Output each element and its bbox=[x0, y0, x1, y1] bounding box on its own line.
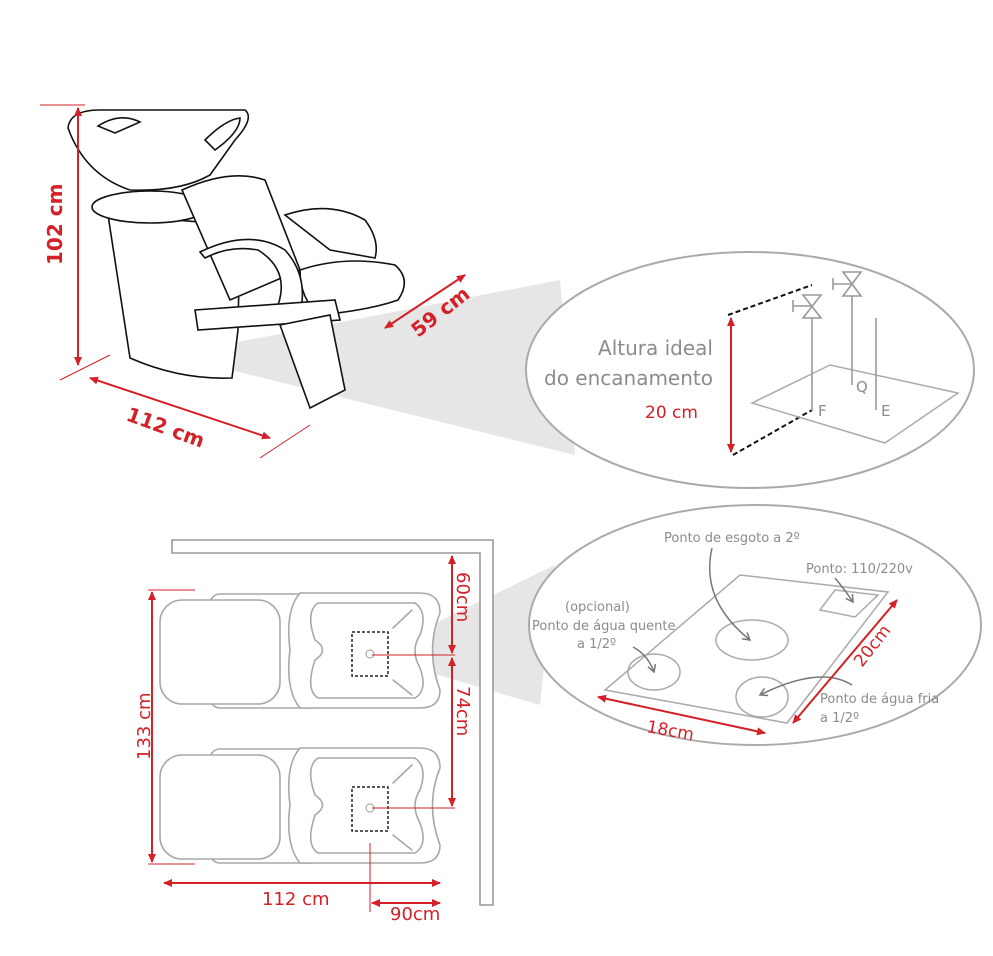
hot-water-label: Ponto de água quente bbox=[532, 619, 676, 634]
length-label: 112 cm bbox=[123, 402, 208, 452]
drain-box bbox=[351, 631, 389, 677]
floor-points-detail: Ponto de esgoto a 2º Ponto: 110/220v (op… bbox=[528, 504, 982, 746]
callout-wedge-top bbox=[170, 280, 575, 455]
wall-to-drain-label: 60cm bbox=[452, 572, 473, 622]
cold-water-size: a 1/2º bbox=[820, 711, 859, 726]
dimension-height-102: 102 cm bbox=[40, 104, 85, 366]
detail-height-label: 20 cm bbox=[645, 403, 698, 423]
drain-label: Ponto de esgoto a 2º bbox=[664, 531, 800, 546]
shampoo-chair-plan-1 bbox=[159, 592, 441, 709]
pipe-f-label: F bbox=[818, 402, 827, 420]
drain-point bbox=[715, 619, 789, 661]
drain-spacing-label: 74cm bbox=[452, 686, 473, 736]
shampoo-chair-perspective bbox=[67, 109, 406, 410]
total-length-label: 112 cm bbox=[262, 889, 330, 910]
hot-water-size: a 1/2º bbox=[577, 637, 616, 652]
hot-water-optional: (opcional) bbox=[565, 600, 630, 615]
wall bbox=[171, 539, 494, 906]
pipe-q-label: Q bbox=[856, 378, 868, 396]
detail-title-line2: do encanamento bbox=[544, 366, 713, 390]
callout-wedge-bottom bbox=[370, 565, 555, 705]
cold-water-label: Ponto de água fria bbox=[820, 692, 939, 707]
hot-water-point bbox=[627, 653, 681, 691]
height-label: 102 cm bbox=[43, 184, 67, 265]
total-width-label: 133 cm bbox=[134, 692, 155, 760]
power-label: Ponto: 110/220v bbox=[806, 562, 913, 577]
drain-box bbox=[351, 786, 389, 832]
shampoo-chair-plan-2 bbox=[159, 747, 441, 864]
wall-offset-label: 90cm bbox=[390, 904, 440, 925]
detail-title-line1: Altura ideal bbox=[598, 336, 713, 360]
plumbing-height-detail: Altura ideal do encanamento 20 cm F Q E bbox=[525, 251, 975, 489]
plan-dimensions: 133 cm 112 cm 90cm 60cm 74cm bbox=[134, 555, 473, 925]
pipe-e-label: E bbox=[881, 402, 890, 420]
